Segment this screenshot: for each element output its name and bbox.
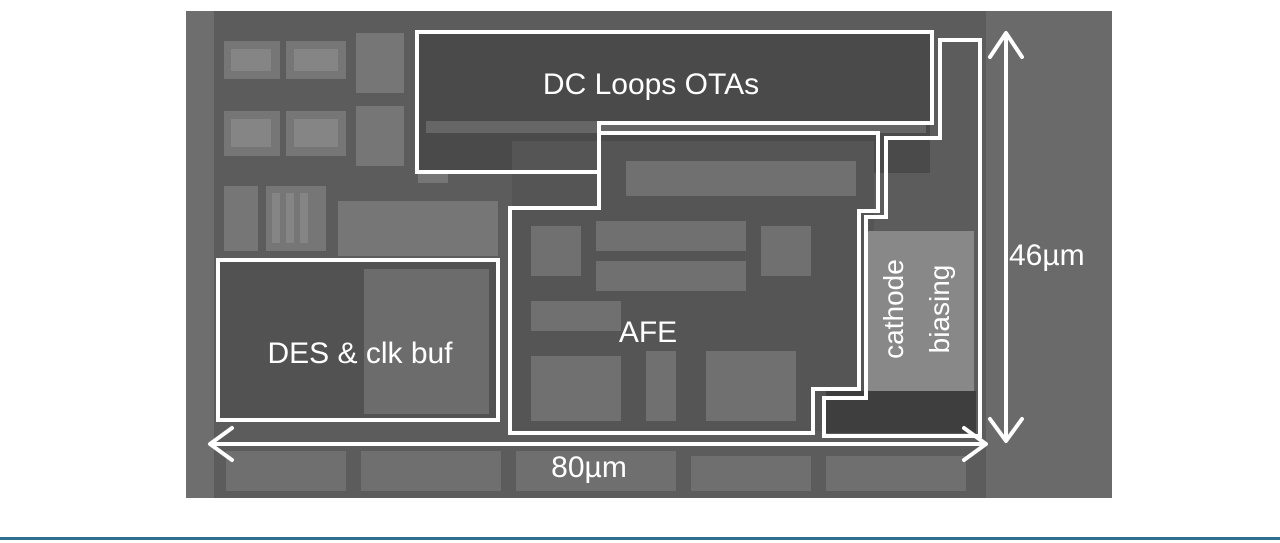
chip-micrograph: DC Loops OTAs AFE DES & clk buf cathode … (186, 11, 1112, 498)
label-cathode: cathode (878, 259, 909, 359)
left-edge-strip (186, 11, 214, 498)
des-outline (216, 258, 500, 422)
des-circuit-detail (364, 269, 489, 414)
label-width-dimension: 80µm (551, 451, 627, 484)
chip-layout-diagram: DC Loops OTAs AFE DES & clk buf cathode … (186, 11, 1112, 498)
bottom-divider (0, 537, 1280, 540)
label-height-dimension: 46µm (1009, 239, 1085, 272)
height-arrow-bottom-head (988, 417, 1024, 443)
afe-circuit-details (531, 161, 856, 421)
cathode-texture (864, 231, 974, 391)
label-afe: AFE (619, 316, 677, 349)
afe-outline (508, 131, 880, 435)
width-arrow-left-head (208, 426, 234, 462)
left-circuit-details (231, 49, 338, 243)
height-arrow-top-head (988, 31, 1024, 59)
label-biasing: biasing (924, 265, 955, 354)
left-circuit-tiles (224, 33, 498, 256)
label-des-clk-buf: DES & clk buf (267, 337, 453, 370)
dc-loops-outline (415, 30, 934, 174)
label-dc-loops-otas: DC Loops OTAs (543, 68, 759, 101)
width-arrow-right-head (962, 426, 988, 462)
bottom-circuit-tiles (226, 451, 966, 491)
cathode-outline (822, 38, 982, 438)
